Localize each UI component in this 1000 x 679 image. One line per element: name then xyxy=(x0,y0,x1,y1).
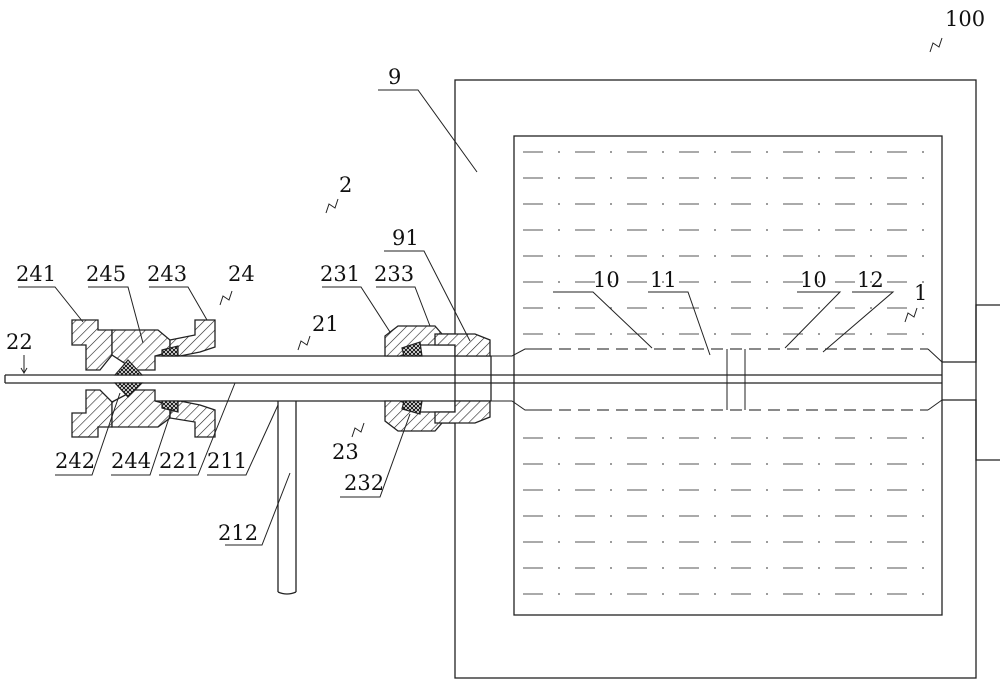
seal-232 xyxy=(401,341,423,415)
branch-pipe xyxy=(277,401,297,595)
label-1: 1 xyxy=(914,281,927,305)
fitting-241-upper xyxy=(71,319,113,371)
label-212: 212 xyxy=(218,521,258,545)
seal-244 xyxy=(161,345,179,413)
fitting-233-lower xyxy=(434,400,491,424)
label-243: 243 xyxy=(147,262,187,286)
label-10-b: 10 xyxy=(800,268,827,292)
label-2: 2 xyxy=(339,173,352,197)
label-100: 100 xyxy=(945,7,985,31)
label-241: 241 xyxy=(16,262,56,286)
right-fitting xyxy=(942,304,1000,461)
label-91: 91 xyxy=(392,226,419,250)
label-242: 242 xyxy=(55,449,95,473)
fitting-245-upper xyxy=(111,329,171,371)
label-221: 221 xyxy=(159,449,199,473)
label-10-a: 10 xyxy=(593,268,620,292)
seal-242 xyxy=(113,359,144,398)
sleeve-right-end xyxy=(927,348,943,411)
label-211: 211 xyxy=(207,449,247,473)
label-24: 24 xyxy=(228,262,255,286)
label-23: 23 xyxy=(332,440,359,464)
label-245: 245 xyxy=(86,262,126,286)
arrow-22 xyxy=(20,355,28,374)
liquid-fill-pattern xyxy=(523,151,924,595)
label-22: 22 xyxy=(6,330,33,354)
label-9: 9 xyxy=(388,65,401,89)
fitting-233-upper xyxy=(434,333,491,357)
label-21: 21 xyxy=(312,312,339,336)
label-11: 11 xyxy=(650,268,677,292)
leader-lines xyxy=(18,89,895,546)
fitting-241-lower xyxy=(71,389,113,438)
label-12: 12 xyxy=(857,268,884,292)
label-233: 233 xyxy=(374,262,414,286)
label-244: 244 xyxy=(111,449,151,473)
sleeve-lower-edge xyxy=(491,400,540,411)
container-outer-wall xyxy=(454,79,977,679)
label-232: 232 xyxy=(344,471,384,495)
label-231: 231 xyxy=(320,262,360,286)
fitting-243-lower xyxy=(169,400,216,438)
sleeve-upper-edge xyxy=(491,348,540,357)
zigzag-markers xyxy=(219,37,943,438)
fitting-245-lower xyxy=(111,389,171,428)
